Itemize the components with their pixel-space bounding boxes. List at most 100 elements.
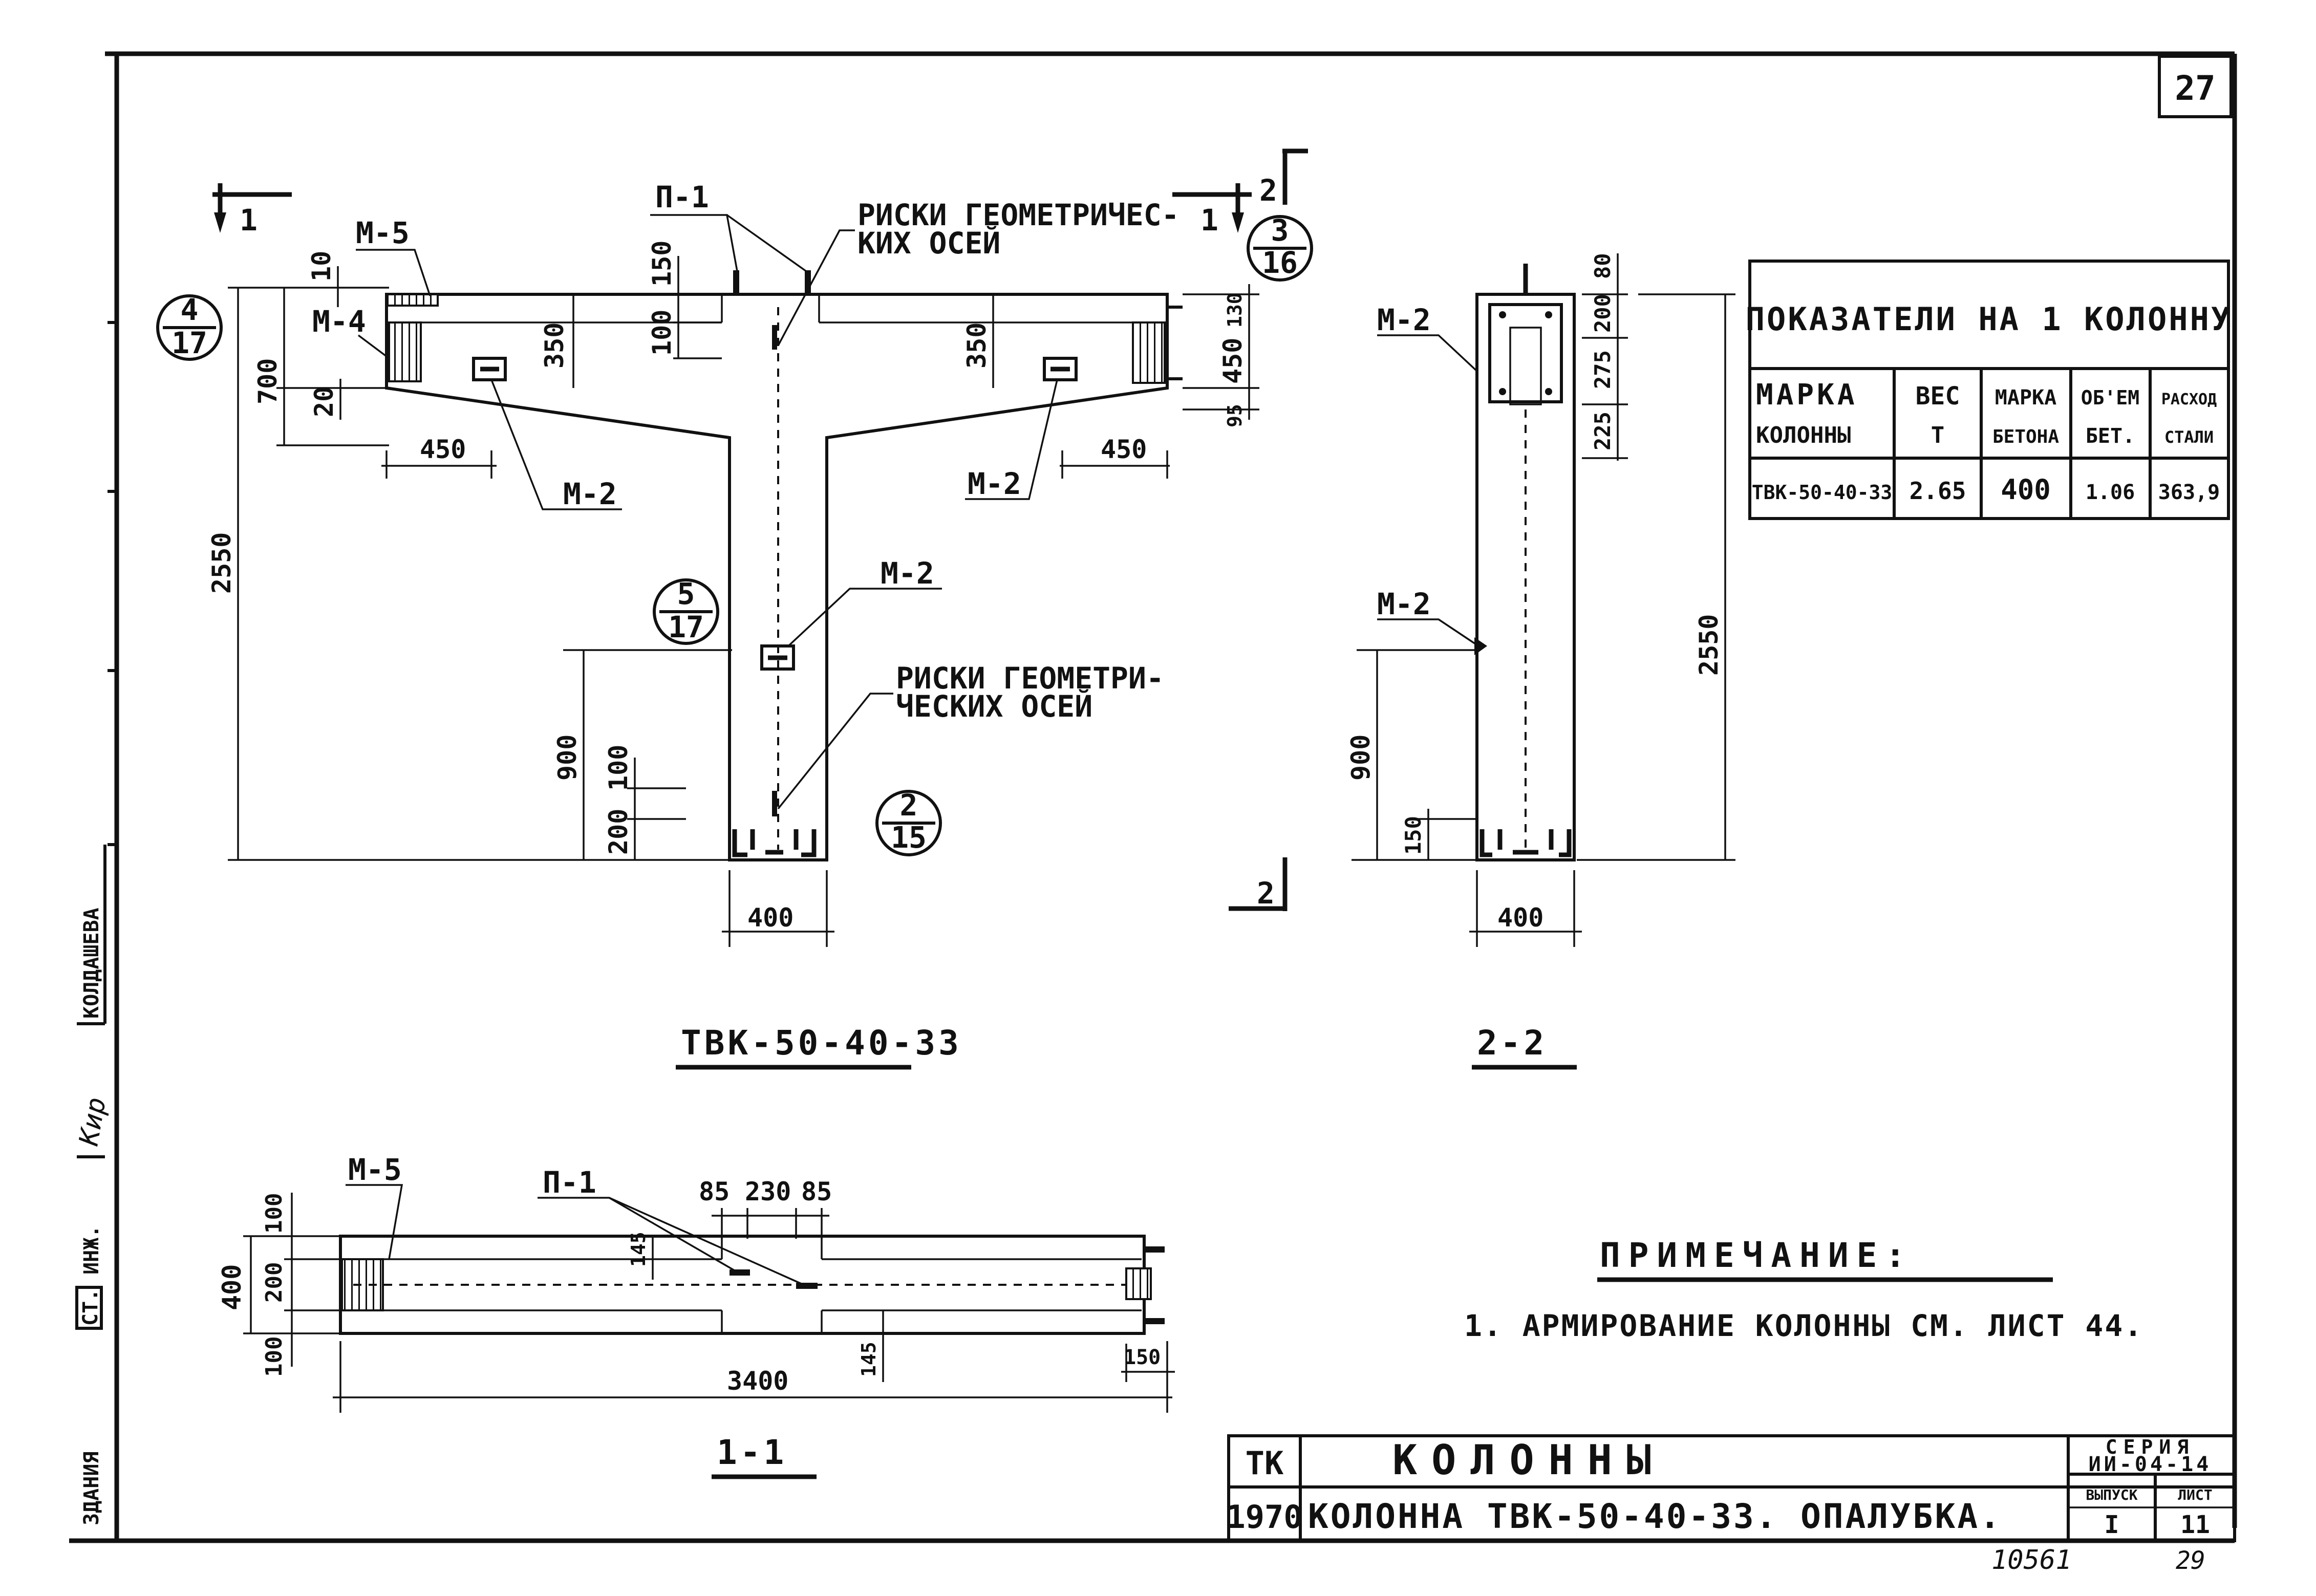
table-cell-concrete: 400 [2001,473,2051,506]
label-axes-top-line1: РИСКИ ГЕОМЕТРИЧЕС- [857,198,1180,232]
table-header-volume-1: ОБ'ЕМ [2081,386,2139,409]
table-header-concrete-1: МАРКА [1995,386,2056,409]
svg-text:2: 2 [900,788,918,823]
title-block: ТК 1970 КОЛОННЫ КОЛОННА ТВК-50-40-33. ОП… [1226,1434,2236,1542]
label-p1-11: П-1 [543,1165,596,1200]
label-m5-11: М-5 [348,1152,402,1187]
page-number-box: 27 [2158,55,2233,118]
dim-20: 20 [309,386,339,417]
svg-text:4: 4 [181,292,199,327]
label-m2-left: М-2 [563,477,617,511]
dim-400-11: 400 [217,1264,247,1310]
title-block-sheet-label: ЛИСТ [2178,1486,2212,1503]
dim-200-11: 200 [261,1262,287,1303]
dim-95: 95 [1224,404,1246,427]
dim-200-22: 200 [1590,294,1615,333]
stamp-name: КОЛДАШЕВА [80,908,103,1019]
svg-text:16: 16 [1262,245,1298,280]
dim-80-22: 80 [1590,253,1615,279]
table-header-steel-1: РАСХОД [2161,391,2217,408]
dim-2550-main: 2550 [207,532,237,594]
label-m2-right: М-2 [968,466,1021,501]
svg-text:15: 15 [891,820,927,855]
title-block-title: КОЛОННЫ [1392,1436,1665,1484]
dim-150-22: 150 [1401,816,1426,855]
title-block-org: ТК [1246,1444,1284,1482]
table-cell-weight: 2.65 [1910,477,1966,505]
section-1-1-caption: 1-1 [717,1433,787,1472]
bottom-page: 29 [2176,1546,2205,1575]
svg-text:17: 17 [668,610,704,644]
label-p1: П-1 [655,180,709,214]
dim-200: 200 [604,809,633,855]
title-block-series-value: ИИ-04-14 [2089,1453,2212,1476]
label-axes-bottom-line2: ЧЕСКИХ ОСЕЙ [896,688,1092,724]
label-axes-top-line2: КИХ ОСЕЙ [857,225,1000,261]
section-mark-1-right: 1 [1200,203,1218,238]
stamp-title: ЗДАНИЯ [80,1452,103,1526]
callout-4-17: 4 17 [156,292,223,361]
dim-85-b: 85 [801,1177,832,1206]
dim-10: 10 [307,251,336,282]
title-block-issue-value: I [2105,1511,2119,1539]
dim-230: 230 [745,1177,791,1206]
dim-450-vertical: 450 [1218,338,1248,384]
title-block-issue-label: ВЫПУСК [2086,1486,2137,1503]
label-m5: М-5 [356,215,410,250]
dim-400-main: 400 [747,903,794,933]
dim-100-top-11: 100 [261,1193,287,1234]
dim-3400: 3400 [727,1366,788,1396]
side-stamp: КОЛДАШЕВА Кир ИНЖ. СТ. ЗДАНИЯ [74,845,113,1526]
svg-text:5: 5 [677,576,695,611]
section-mark-2-bottom: 2 [1257,876,1275,911]
table-cell-mark: ТВК-50-40-33 [1752,481,1893,504]
main-view-caption: ТВК-50-40-33 [681,1023,962,1063]
table-header-mark-1: МАРКА [1756,378,1858,412]
title-block-series-label: СЕРИЯ [2106,1436,2195,1458]
table-header-weight-1: ВЕС [1916,382,1960,411]
dim-100-bottom: 100 [604,745,633,791]
dim-145-a: 145 [627,1232,650,1267]
label-m2-center: М-2 [881,556,934,591]
label-m4: М-4 [312,304,366,339]
table-header-mark-2: КОЛОННЫ [1756,422,1851,448]
dim-450-left: 450 [420,435,466,464]
page-number: 27 [2175,69,2215,108]
dim-130: 130 [1224,292,1246,328]
notes-item: 1. АРМИРОВАНИЕ КОЛОННЫ СМ. ЛИСТ 44. [1464,1308,2143,1343]
stamp-role-2: ИНЖ. [80,1225,103,1275]
table-cell-volume: 1.06 [2086,481,2135,504]
dim-900-main: 900 [552,735,582,781]
stamp-signature: Кир [74,1095,113,1148]
section-2-2: М-2 М-2 80 200 275 225 2550 900 150 400 … [1346,253,1735,1070]
dim-2550-22: 2550 [1694,614,1724,676]
dim-350-right: 350 [962,322,992,369]
table-cell-steel: 363,9 [2158,481,2220,504]
dim-145-b: 145 [857,1342,880,1377]
dim-100-top: 100 [647,310,677,356]
stamp-role-1: СТ. [79,1289,102,1326]
section-mark-2-top: 2 [1259,173,1277,208]
table-header-volume-2: БЕТ. [2086,424,2135,448]
dim-100-bottom-11: 100 [261,1336,287,1377]
section-1-1: М-5 П-1 85 230 85 145 100 400 200 100 34… [217,1152,1175,1479]
notes: ПРИМЕЧАНИЕ: 1. АРМИРОВАНИЕ КОЛОННЫ СМ. Л… [1464,1236,2143,1343]
table-header-concrete-2: БЕТОНА [1992,426,2059,447]
notes-title: ПРИМЕЧАНИЕ: [1600,1236,1914,1275]
dim-275-22: 275 [1590,350,1615,389]
bottom-number: 10561 [1991,1545,2072,1576]
label-m2-mid-22: М-2 [1377,587,1431,621]
title-block-subtitle: КОЛОННА ТВК-50-40-33. ОПАЛУБКА. [1308,1497,2002,1536]
dim-85-a: 85 [699,1177,730,1206]
dim-450-right: 450 [1101,435,1147,464]
table-title: ПОКАЗАТЕЛИ НА 1 КОЛОННУ [1746,300,2233,338]
table-header-weight-2: Т [1931,422,1945,448]
callout-3-16: 3 16 [1247,213,1313,282]
title-block-sheet-value: 11 [2180,1511,2210,1539]
dim-150-top: 150 [647,241,677,287]
title-block-year: 1970 [1226,1498,1302,1536]
section-2-2-caption: 2-2 [1477,1023,1547,1063]
dim-400-22: 400 [1497,903,1543,933]
indicators-table: ПОКАЗАТЕЛИ НА 1 КОЛОННУ МАРКА КОЛОННЫ ВЕ… [1746,260,2233,520]
